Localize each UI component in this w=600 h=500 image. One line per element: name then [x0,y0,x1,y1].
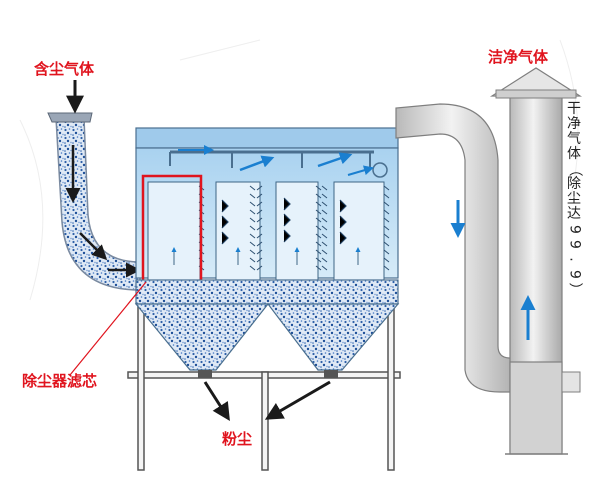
clean-gas-vertical-note: 干净气体（除尘达 9 9. 9 ） [566,101,583,297]
dust-arrow-left [203,381,230,422]
vertical-note-char: 尘 [567,191,581,207]
filter-element-label: 除尘器滤芯 [22,372,98,390]
inlet-flow-arrow-2 [79,232,108,261]
vertical-note-char: ） [566,282,583,297]
bag-flow-arrows [171,247,361,265]
bag-pleat-marks [221,197,347,245]
filter-bag-hatch [198,185,390,271]
vertical-note-char: 除 [567,176,581,192]
chimney-stack [489,67,583,455]
vertical-note-char: 体 [567,146,581,162]
vertical-note-char: 9 [566,225,583,234]
clean-gas-label: 洁净气体 [488,48,549,66]
vertical-note-char: 净 [567,116,581,132]
inlet-pipe [47,112,141,291]
vertical-note-char: 9 [566,240,583,249]
outlet-duct [395,103,521,393]
support-frame [127,299,401,471]
filter-bags [147,181,385,281]
dust-hoppers [134,279,400,378]
background-sketch [19,39,579,301]
vertical-note-char: 气 [567,131,581,147]
vertical-note-char: 达 [567,206,581,222]
vertical-note-char: 干 [567,101,581,117]
inlet-gas-label: 含尘气体 [34,60,95,78]
vertical-note-char: （ [566,162,583,177]
dust-arrow-right [264,380,331,420]
vertical-note-char: . [566,257,583,262]
vertical-note-char: 9 [566,270,583,279]
filter-label-pointer [69,281,147,376]
dust-label: 粉尘 [222,430,253,448]
